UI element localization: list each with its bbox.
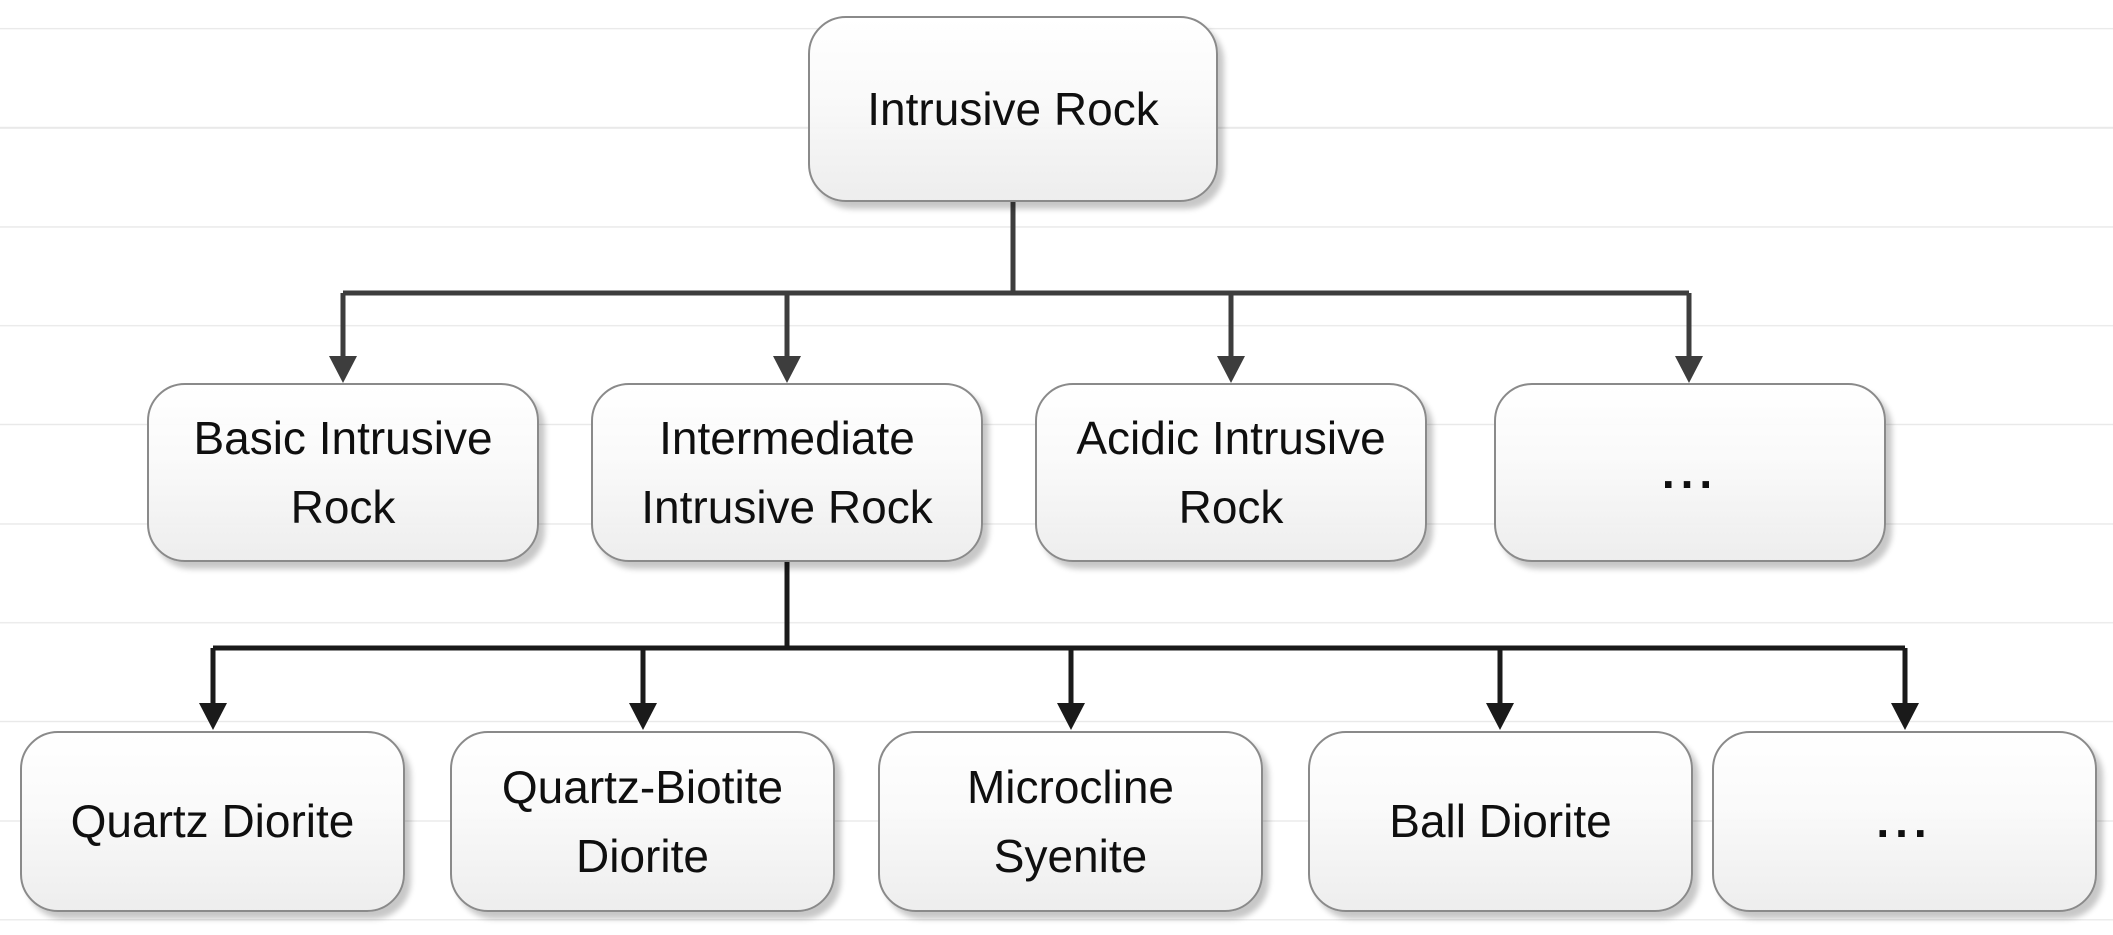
- node-acidic-intrusive-rock: Acidic Intrusive Rock: [1035, 383, 1427, 562]
- arrowhead-icon: [1486, 703, 1514, 730]
- node-label: Intrusive Rock: [867, 82, 1159, 135]
- node-ball-diorite: Ball Diorite: [1308, 731, 1693, 912]
- node-quartz-biotite-diorite: Quartz-Biotite Diorite: [450, 731, 835, 912]
- node-label: Basic Intrusive Rock: [193, 411, 493, 533]
- arrowhead-icon: [773, 356, 801, 383]
- node-label: Quartz Diorite: [70, 795, 355, 847]
- node-label: Microcline Syenite: [966, 760, 1175, 882]
- arrowhead-icon: [629, 703, 657, 730]
- node-label: Quartz-Biotite Diorite: [501, 760, 784, 882]
- arrowhead-icon: [1057, 703, 1085, 730]
- arrowhead-icon: [199, 703, 227, 730]
- node-label: Acidic Intrusive Rock: [1076, 411, 1386, 533]
- node-basic-intrusive-rock: Basic Intrusive Rock: [147, 383, 539, 562]
- connector-level2-lines: [210, 560, 1908, 704]
- node-ellipsis-level2: ...: [1494, 383, 1886, 562]
- arrowhead-icon: [1675, 356, 1703, 383]
- node-quartz-diorite: Quartz Diorite: [20, 731, 405, 912]
- node-intermediate-intrusive-rock: Intermediate Intrusive Rock: [591, 383, 983, 562]
- node-label: Ball Diorite: [1389, 795, 1612, 847]
- connector-level1-lines: [340, 202, 1692, 357]
- node-microcline-syenite: Microcline Syenite: [878, 731, 1263, 912]
- arrowhead-icon: [1217, 356, 1245, 383]
- node-intrusive-rock: Intrusive Rock: [808, 16, 1218, 202]
- arrowhead-icon: [329, 356, 357, 383]
- node-label: ...: [1876, 795, 1933, 847]
- arrowhead-icon: [1891, 703, 1919, 730]
- node-label: Intermediate Intrusive Rock: [641, 411, 933, 533]
- node-label: ...: [1661, 446, 1719, 498]
- node-ellipsis-level3: ...: [1712, 731, 2097, 912]
